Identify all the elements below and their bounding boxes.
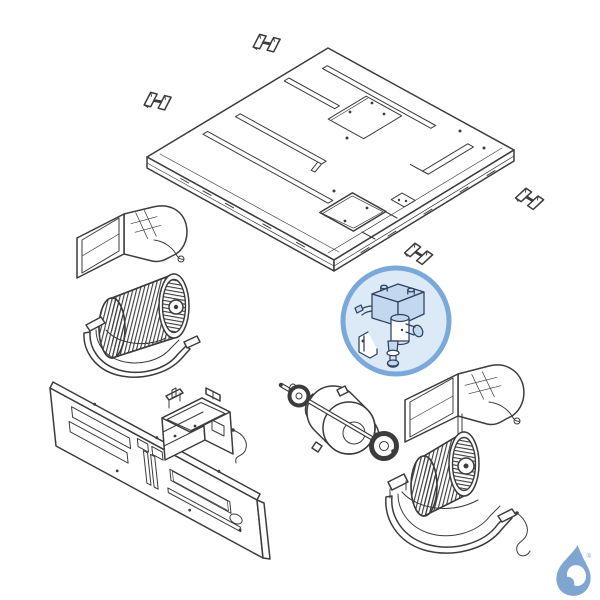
fan-motor	[278, 382, 399, 461]
blower-housing-upper-left	[76, 205, 188, 279]
blower-scroll-lower-left	[83, 316, 201, 378]
registered-trademark: ®	[587, 552, 592, 560]
drain-valve-assembly	[354, 283, 425, 368]
blower-assembly-left	[76, 205, 201, 378]
blower-wheel-right	[410, 431, 480, 517]
electrical-control-box	[161, 387, 247, 464]
blower-scroll-lower-right	[385, 473, 517, 554]
highlight-ring	[340, 265, 452, 377]
rear-mounting-panel	[49, 381, 271, 560]
highlight-group	[340, 265, 452, 377]
mounting-clip-icon	[250, 29, 284, 57]
blower-housing-upper-right	[404, 364, 525, 447]
sensor-wire	[515, 511, 531, 557]
mounting-clip-icon	[513, 186, 546, 212]
mounting-clip-icon	[141, 87, 175, 115]
ceiling-panel	[146, 47, 515, 272]
blower-wheel-left	[98, 273, 190, 359]
brand-logo: ®	[556, 545, 592, 596]
blower-assembly-right	[385, 364, 531, 557]
mounting-clip-icon	[402, 241, 435, 267]
